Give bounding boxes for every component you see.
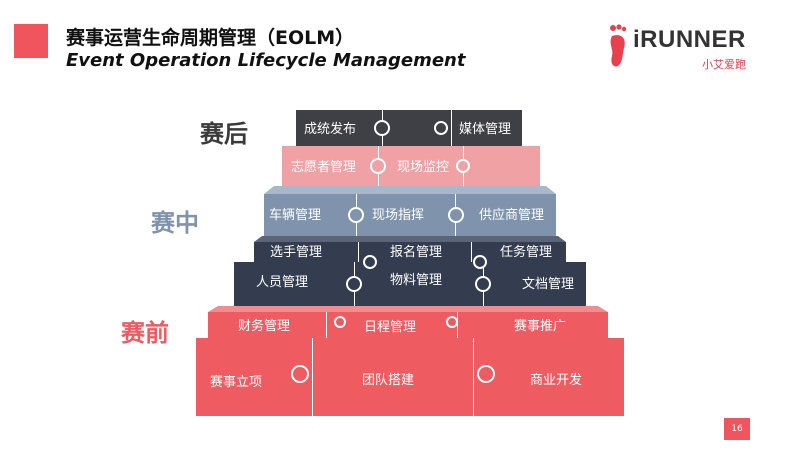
puzzle-piece	[264, 194, 356, 236]
tier-cap	[254, 236, 566, 242]
piece-label: 团队搭建	[362, 372, 414, 388]
puzzle-knob	[475, 276, 491, 292]
piece-label: 赛事立项	[210, 374, 262, 390]
piece-label: 车辆管理	[269, 207, 321, 223]
puzzle-knob	[363, 255, 377, 269]
puzzle-piece	[234, 262, 354, 306]
piece-label: 媒体管理	[459, 122, 511, 137]
puzzle-knob	[348, 207, 364, 223]
phase-label-before: 赛前	[121, 319, 169, 347]
puzzle-piece	[458, 312, 608, 338]
puzzle-knob	[448, 207, 464, 223]
puzzle-piece	[254, 242, 358, 262]
puzzle-knob	[473, 255, 487, 269]
puzzle-piece	[464, 146, 540, 186]
accent-block	[14, 24, 48, 58]
brand-tagline: 小艾爱跑	[702, 58, 746, 71]
brand-logo: iRUNNER 小艾爱跑	[607, 24, 767, 72]
puzzle-piece	[359, 242, 471, 262]
puzzle-piece	[357, 194, 455, 236]
puzzle-piece	[208, 312, 326, 338]
page-title: 赛事运营生命周期管理（EOLM）	[66, 27, 355, 49]
puzzle-knob	[448, 318, 456, 326]
puzzle-knob	[346, 276, 362, 292]
puzzle-knob	[479, 367, 493, 381]
piece-label: 现场监控	[397, 160, 449, 175]
footprint-icon	[610, 24, 627, 67]
puzzle-knob	[374, 120, 390, 136]
tier-before-upper: 选手管理 报名管理 任务管理 人员管理 物料管理 文档管理	[234, 236, 586, 306]
tier-cap	[264, 186, 556, 194]
brand-wordmark: iRUNNER	[633, 26, 746, 53]
piece-label: 现场指挥	[372, 208, 424, 223]
puzzle-knob	[293, 367, 307, 381]
page-subtitle: Event Operation Lifecycle Management	[66, 50, 466, 71]
puzzle-piece	[456, 194, 556, 236]
phase-label-after: 赛后	[200, 120, 248, 148]
puzzle-piece	[355, 262, 483, 306]
page-number: 16	[724, 418, 750, 440]
puzzle-piece	[474, 338, 624, 416]
piece-label: 供应商管理	[479, 207, 544, 223]
puzzle-piece	[484, 262, 586, 306]
piece-label: 财务管理	[238, 318, 290, 334]
puzzle-knob	[458, 161, 468, 171]
puzzle-piece	[472, 242, 566, 262]
piece-label: 报名管理	[390, 244, 442, 260]
piece-label: 赛事推广	[514, 318, 566, 334]
tier-before-lower: 财务管理 日程管理 赛事推广 赛事立项 团队搭建 商业开发	[196, 306, 624, 416]
piece-label: 志愿者管理	[291, 160, 356, 175]
puzzle-piece	[452, 110, 522, 146]
piece-label: 任务管理	[500, 244, 552, 260]
piece-label: 成统发布	[304, 121, 356, 137]
tier-after: 成统发布 媒体管理 志愿者管理 现场监控	[282, 110, 540, 186]
puzzle-piece	[282, 146, 378, 186]
puzzle-piece	[327, 312, 457, 338]
piece-label: 人员管理	[256, 275, 308, 290]
piece-label: 文档管理	[522, 277, 574, 292]
puzzle-knob	[336, 318, 344, 326]
puzzle-piece	[296, 110, 382, 146]
piece-label: 选手管理	[270, 245, 322, 260]
piece-label: 日程管理	[364, 320, 416, 335]
puzzle-knob	[436, 123, 446, 133]
piece-label: 物料管理	[390, 273, 442, 288]
tier-cap	[208, 306, 608, 312]
puzzle-piece	[379, 146, 463, 186]
phase-label-during: 赛中	[151, 209, 199, 237]
puzzle-piece	[313, 338, 473, 416]
piece-label: 商业开发	[530, 372, 582, 388]
puzzle-knob	[370, 158, 386, 174]
tier-during: 车辆管理 现场指挥 供应商管理	[264, 186, 556, 236]
